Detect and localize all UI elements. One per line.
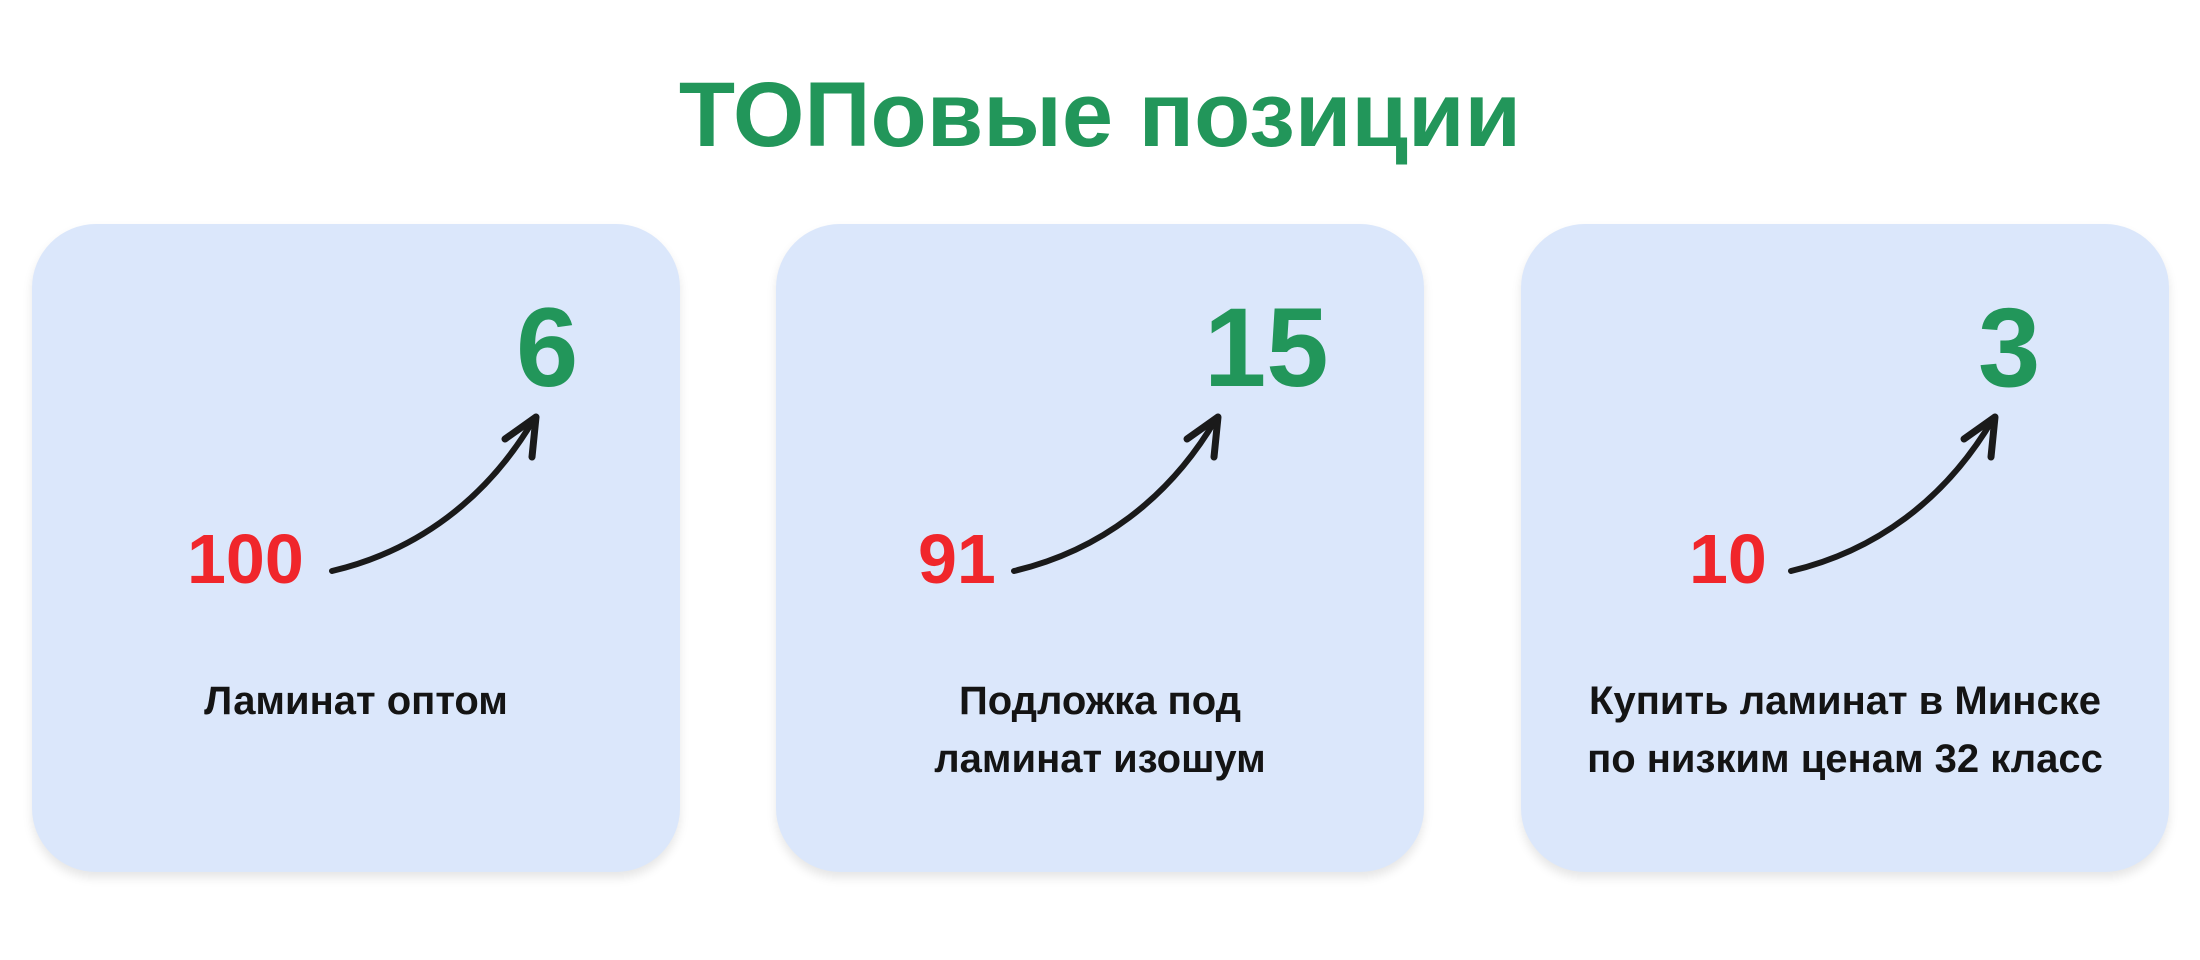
new-position: 3 — [1978, 285, 2041, 410]
caption-line: Подложка под — [958, 679, 1242, 723]
keyword-caption: Подложка под ламинат изошум — [776, 672, 1424, 788]
new-position: 6 — [516, 285, 579, 410]
position-card: 100 6 Ламинат оптом — [32, 224, 680, 872]
keyword-caption: Ламинат оптом — [32, 672, 680, 730]
old-position: 10 — [1689, 520, 1767, 598]
keyword-caption: Купить ламинат в Минске по низким ценам … — [1521, 672, 2169, 788]
caption-line: Ламинат оптом — [204, 679, 508, 723]
position-card: 91 15 Подложка под ламинат изошум — [776, 224, 1424, 872]
caption-line: Купить ламинат в Минске — [1589, 679, 2101, 723]
caption-line: ламинат изошум — [934, 737, 1266, 781]
new-position: 15 — [1204, 285, 1329, 410]
position-card: 10 3 Купить ламинат в Минске по низким ц… — [1521, 224, 2169, 872]
old-position: 100 — [187, 520, 304, 598]
old-position: 91 — [918, 520, 996, 598]
caption-line: по низким ценам 32 класс — [1587, 737, 2103, 781]
page-title: ТОПовые позиции — [678, 64, 1522, 166]
curved-arrow-up-right-icon — [1788, 413, 1999, 574]
curved-arrow-up-right-icon — [329, 413, 540, 574]
curved-arrow-up-right-icon — [1011, 413, 1222, 574]
